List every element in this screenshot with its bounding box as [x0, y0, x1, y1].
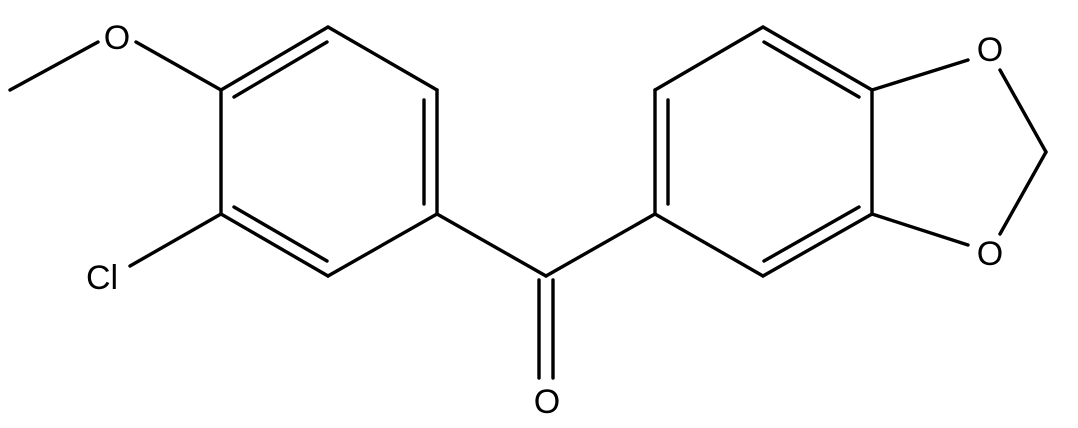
bond-methoxy-o-to-methyl [8, 40, 100, 92]
bond-ring-b-3 [761, 25, 874, 92]
bond-ring-a-6 [219, 25, 330, 92]
bond-ring-to-chlorine [128, 212, 223, 268]
bond-ring-to-dioxole-o-top [870, 58, 970, 92]
bond-ring-a-4 [219, 212, 330, 278]
bond-ring-a-to-carbonyl-c [435, 212, 548, 278]
bond-ring-a-1 [326, 25, 439, 92]
bond-ring-b-3-inner [762, 40, 861, 99]
dioxole-bridge: O O [870, 31, 1048, 273]
bond-carbonyl-c-to-ring-b [544, 212, 657, 278]
carbonyl-group: O [435, 212, 657, 421]
bond-ring-a-6-inner [232, 40, 329, 99]
bond-ring-b-5 [761, 212, 874, 278]
chloro-group: Cl [86, 212, 223, 297]
methoxy-group: O [8, 19, 223, 92]
dioxole-oxygen-top-label: O [977, 31, 1003, 69]
bond-ring-b-2 [653, 25, 765, 92]
dioxole-oxygen-bottom-label: O [977, 235, 1003, 273]
bond-ring-to-dioxole-o-bottom [870, 212, 970, 247]
bond-ring-b-6 [653, 212, 765, 278]
bond-ring-a-3 [326, 212, 439, 278]
methoxy-oxygen-label: O [104, 19, 130, 57]
bond-ring-b-5-inner [762, 205, 861, 263]
chlorine-label: Cl [86, 259, 118, 297]
carbonyl-oxygen-label: O [534, 383, 560, 421]
bond-ring-a-4-inner [232, 205, 329, 263]
chloromethoxyphenyl-ring [219, 25, 439, 278]
bond-dioxole-o-top-to-ch2 [998, 68, 1048, 154]
benzodioxole-ring [653, 25, 874, 278]
bond-ring-to-methoxy-o [134, 40, 223, 92]
bond-dioxole-ch2-to-o-bottom [998, 150, 1048, 236]
